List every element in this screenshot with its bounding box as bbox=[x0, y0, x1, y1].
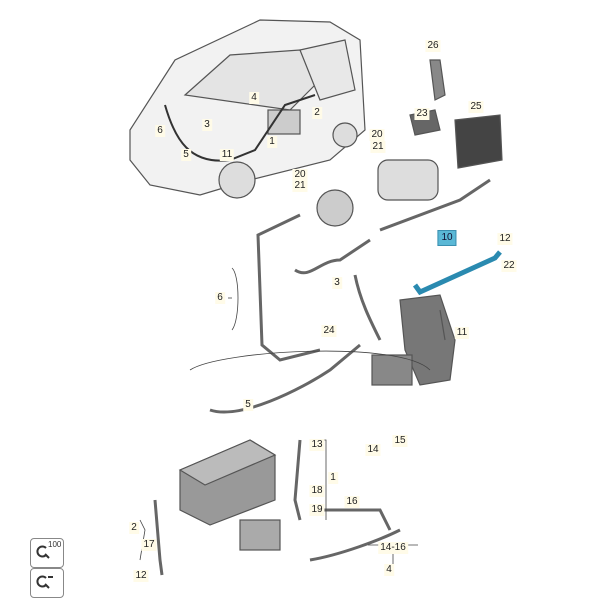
callout-label-1[interactable]: 1 bbox=[267, 136, 277, 148]
callout-label-17[interactable]: 17 bbox=[141, 539, 157, 551]
callout-label-3[interactable]: 3 bbox=[202, 119, 212, 131]
callout-label-12[interactable]: 12 bbox=[133, 570, 149, 582]
callout-label-25[interactable]: 25 bbox=[468, 101, 484, 113]
battery bbox=[178, 439, 281, 551]
magnifier-minus-icon bbox=[36, 575, 53, 589]
callout-label-16[interactable]: 16 bbox=[344, 496, 360, 508]
battery-tray-and-bracket bbox=[371, 250, 502, 386]
callout-label-22[interactable]: 22 bbox=[501, 260, 517, 272]
callout-label-1[interactable]: 1 bbox=[328, 472, 338, 484]
callout-label-18[interactable]: 18 bbox=[309, 485, 325, 497]
callout-label-4[interactable]: 4 bbox=[384, 564, 394, 576]
callout-label-20[interactable]: 20 bbox=[369, 129, 385, 141]
cables bbox=[153, 178, 491, 576]
callout-label-2[interactable]: 2 bbox=[312, 107, 322, 119]
callout-label-11[interactable]: 11 bbox=[454, 327, 470, 339]
callout-label-10[interactable]: 10 bbox=[437, 230, 457, 246]
callout-label-12[interactable]: 12 bbox=[497, 233, 513, 245]
zoom-100-badge: 100 bbox=[48, 540, 62, 549]
callout-label-19[interactable]: 19 bbox=[309, 504, 325, 516]
vehicle-illustration bbox=[129, 19, 366, 199]
cover-plate bbox=[409, 59, 503, 169]
callout-label-5[interactable]: 5 bbox=[181, 149, 191, 161]
callout-label-4[interactable]: 4 bbox=[249, 92, 259, 104]
callout-label-2[interactable]: 2 bbox=[129, 522, 139, 534]
callout-label-24[interactable]: 24 bbox=[321, 325, 337, 337]
callout-label-6[interactable]: 6 bbox=[155, 125, 165, 137]
callout-label-6[interactable]: 6 bbox=[215, 292, 225, 304]
callout-label-20[interactable]: 20 bbox=[292, 169, 308, 181]
callout-label-5[interactable]: 5 bbox=[243, 399, 253, 411]
callout-label-23[interactable]: 23 bbox=[414, 108, 430, 120]
callout-label-14[interactable]: 14 bbox=[365, 444, 381, 456]
callout-label-26[interactable]: 26 bbox=[425, 40, 441, 52]
starter-and-alternator bbox=[316, 159, 439, 227]
callout-label-14-16[interactable]: 14-16 bbox=[378, 542, 408, 554]
callout-label-13[interactable]: 13 bbox=[309, 439, 325, 451]
zoom-100-button[interactable]: 100 bbox=[30, 538, 64, 568]
zoom-out-button[interactable] bbox=[30, 568, 64, 598]
callout-label-21[interactable]: 21 bbox=[292, 180, 308, 192]
callout-label-21[interactable]: 21 bbox=[370, 141, 386, 153]
magnifier-icon bbox=[36, 545, 50, 559]
callout-label-3[interactable]: 3 bbox=[332, 277, 342, 289]
callout-label-11[interactable]: 11 bbox=[219, 149, 235, 161]
callout-label-15[interactable]: 15 bbox=[392, 435, 408, 447]
